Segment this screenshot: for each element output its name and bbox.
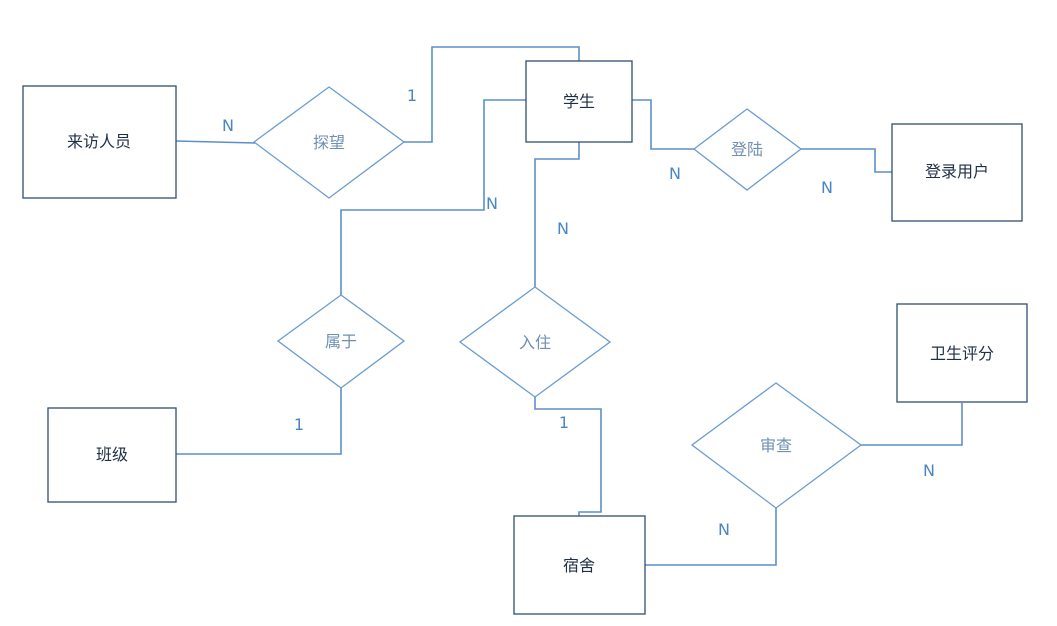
relationship-label: 登陆 — [731, 140, 763, 159]
entity-label: 学生 — [563, 92, 595, 111]
relationship-label: 探望 — [313, 133, 345, 152]
connector-visit-student — [404, 46, 580, 143]
entity-student[interactable]: 学生 — [525, 60, 633, 143]
relationship-visit[interactable]: 探望 — [252, 86, 406, 199]
relationship-diamond — [276, 294, 406, 389]
entity-label: 来访人员 — [67, 132, 131, 151]
relationship-diamond — [458, 286, 612, 398]
connector-dorm-review — [645, 508, 777, 566]
entity-box — [891, 123, 1023, 222]
relationship-label: 属于 — [325, 332, 357, 351]
connector-visitor-visit — [175, 140, 256, 144]
entity-label: 卫生评分 — [930, 344, 994, 363]
entity-box — [47, 407, 177, 503]
relationship-diamond — [690, 382, 863, 509]
relationship-diamond — [692, 108, 803, 191]
relationship-diamond — [252, 86, 406, 199]
entity-dorm[interactable]: 宿舍 — [513, 515, 646, 615]
cardinality-login-user: N — [821, 178, 833, 197]
connector-login-user — [801, 148, 892, 173]
connector-review-hygiene — [861, 403, 963, 446]
entity-label: 登录用户 — [925, 162, 989, 181]
cardinality-live-student: N — [557, 219, 569, 238]
relationship-login[interactable]: 登陆 — [692, 108, 803, 191]
entity-box — [22, 85, 177, 199]
connector-student-belong — [340, 99, 526, 295]
entity-box — [525, 60, 633, 143]
connector-student-livein — [534, 142, 580, 287]
relationship-review[interactable]: 审查 — [690, 382, 863, 509]
entity-label: 宿舍 — [563, 556, 595, 575]
connector-belong-class — [176, 388, 342, 455]
connectors — [175, 46, 963, 566]
cardinality-belong-class: 1 — [294, 415, 304, 434]
cardinality-live-dorm: 1 — [559, 413, 569, 432]
entity-visitor[interactable]: 来访人员 — [22, 85, 177, 199]
connector-student-login — [632, 99, 694, 150]
cardinality-visit-visitor: N — [222, 116, 234, 135]
entity-box — [896, 303, 1028, 403]
cardinality-login-student: N — [669, 164, 681, 183]
entity-class[interactable]: 班级 — [47, 407, 177, 503]
entity-hygiene-score[interactable]: 卫生评分 — [896, 303, 1028, 403]
entity-box — [513, 515, 646, 615]
relationship-belong[interactable]: 属于 — [276, 294, 406, 389]
relationship-live-in[interactable]: 入住 — [458, 286, 612, 398]
cardinality-belong-student: N — [486, 194, 498, 213]
relationship-label: 审查 — [760, 436, 792, 455]
entity-login-user[interactable]: 登录用户 — [891, 123, 1023, 222]
cardinality-review-dorm: N — [718, 520, 730, 539]
cardinality-review-hygiene: N — [923, 461, 935, 480]
entity-label: 班级 — [96, 445, 128, 464]
cardinality-labels: N 1 N N N 1 N 1 N N — [222, 86, 935, 539]
connector-livein-dorm — [534, 397, 602, 516]
cardinality-visit-student: 1 — [407, 86, 417, 105]
relationship-label: 入住 — [519, 333, 551, 352]
